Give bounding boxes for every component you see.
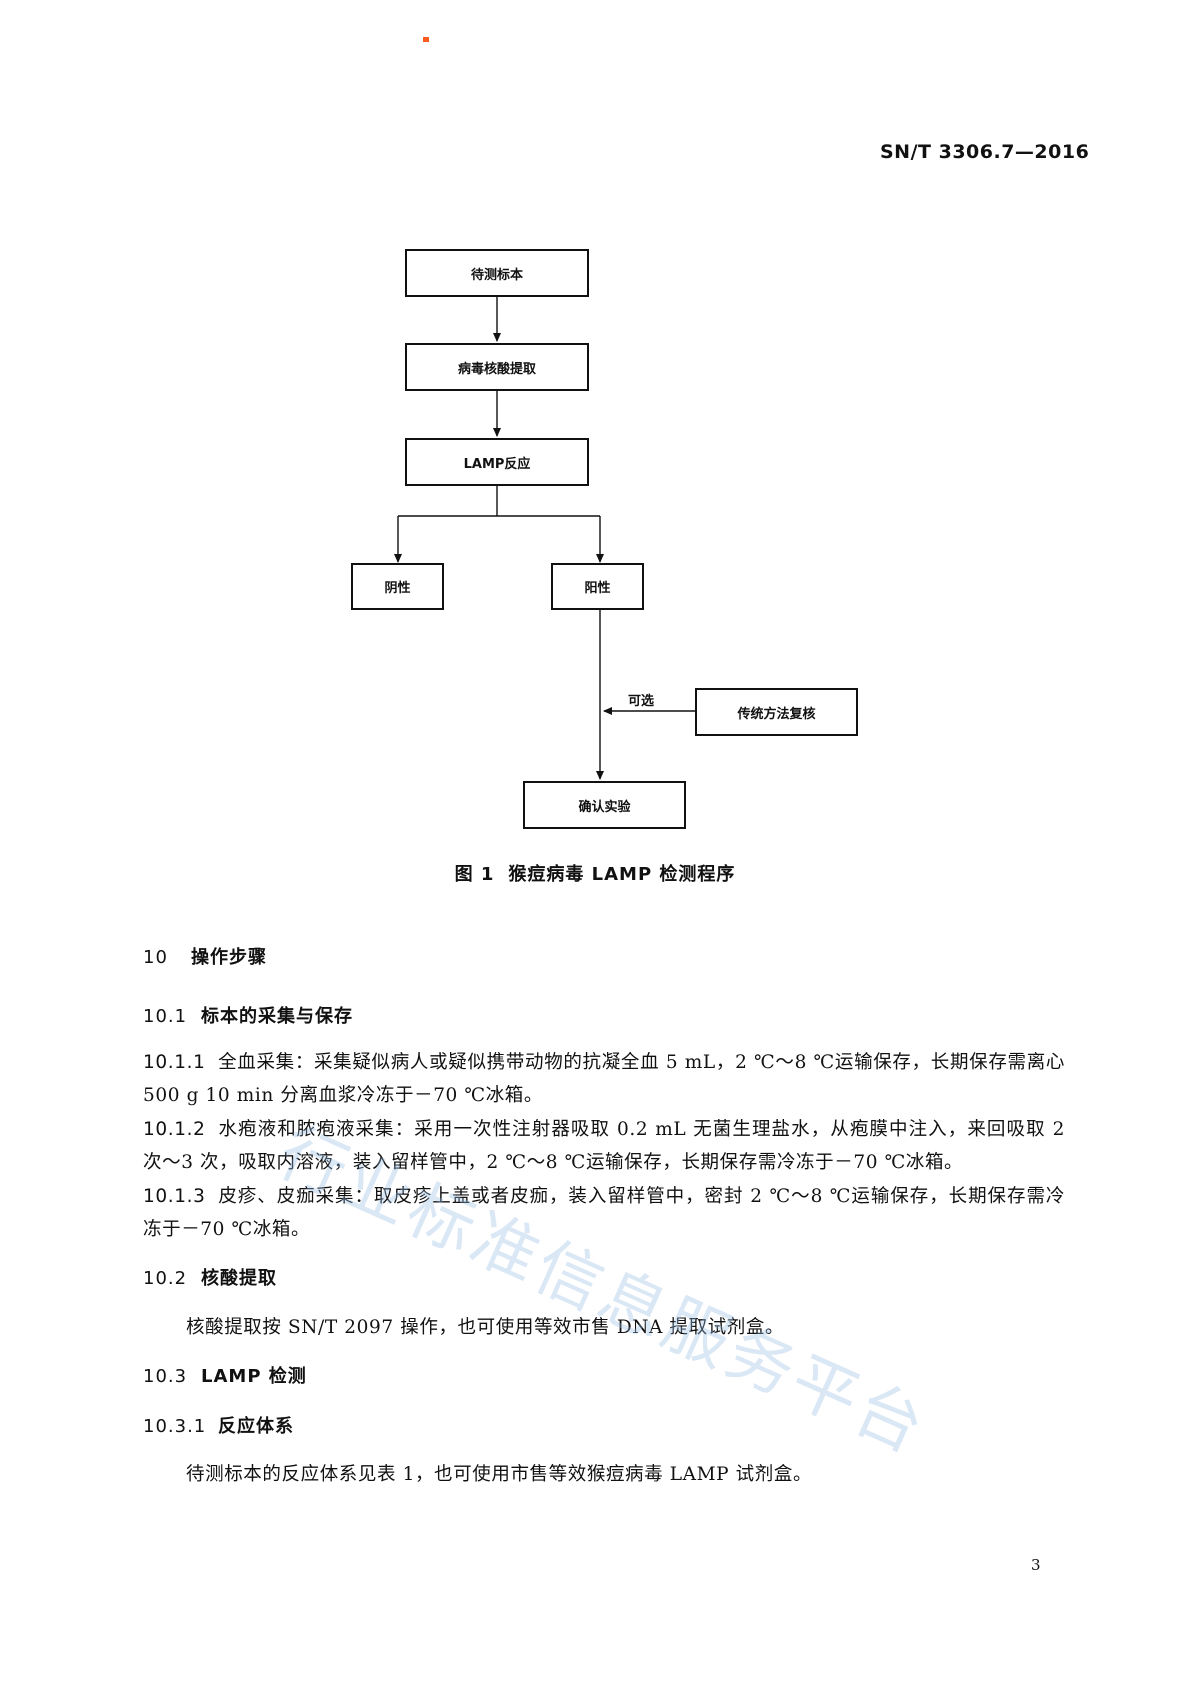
flow-node-extraction: 病毒核酸提取 (405, 343, 589, 391)
flow-node-lamp: LAMP反应 (405, 438, 589, 486)
figure-caption: 图 1 猴痘病毒 LAMP 检测程序 (0, 860, 1190, 886)
flow-node-specimen: 待测标本 (405, 249, 589, 297)
orange-mark (423, 37, 429, 42)
flow-node-confirm: 确认实验 (523, 781, 686, 829)
paragraph-10-2: 核酸提取按 SN/T 2097 操作，也可使用等效市售 DNA 提取试剂盒。 (186, 1317, 785, 1338)
flowchart-connectors (394, 297, 695, 780)
flow-node-traditional: 传统方法复核 (695, 688, 858, 736)
document-code: SN/T 3306.7—2016 (880, 141, 1090, 163)
flow-node-negative: 阴性 (351, 563, 444, 610)
page-number: 3 (1031, 1556, 1041, 1574)
optional-label: 可选 (628, 694, 655, 709)
figure-number: 图 1 (454, 864, 495, 885)
flow-node-positive: 阳性 (551, 563, 644, 610)
figure-title: 猴痘病毒 LAMP 检测程序 (508, 864, 736, 885)
paragraph-10-3-1: 待测标本的反应体系见表 1，也可使用市售等效猴痘病毒 LAMP 试剂盒。 (186, 1464, 813, 1485)
